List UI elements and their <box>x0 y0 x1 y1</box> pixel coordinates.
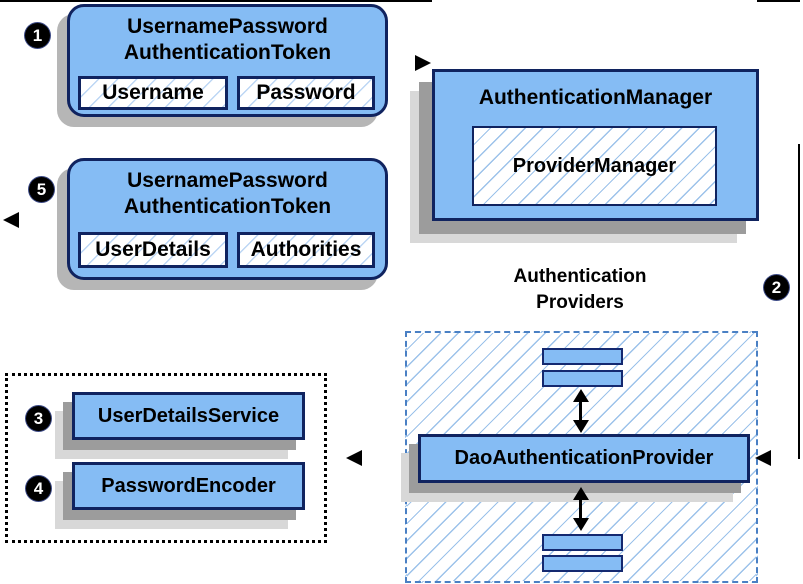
username-password-token-response-box: UsernamePassword AuthenticationToken Use… <box>67 158 388 280</box>
username-field-box: Username <box>78 76 228 110</box>
connector-step5-line <box>16 0 432 2</box>
username-password-token-request-box: UsernamePassword AuthenticationToken Use… <box>67 4 388 117</box>
step-1-badge: 1 <box>25 23 50 48</box>
connector-dao-deps-line <box>362 0 418 2</box>
dao-dependencies-region: UserDetailsService PasswordEncoder <box>5 373 327 543</box>
step-2-badge: 2 <box>764 275 789 300</box>
arrowhead-right-icon <box>415 55 431 71</box>
provider-manager-box: ProviderManager <box>472 126 717 206</box>
userdetails-field-box: UserDetails <box>78 232 228 268</box>
token-response-title: UsernamePassword AuthenticationToken <box>123 169 332 218</box>
password-field-box: Password <box>237 76 375 110</box>
step-4-badge: 4 <box>26 476 51 501</box>
token-request-title: UsernamePassword AuthenticationToken <box>123 15 332 64</box>
double-arrow-icon <box>573 389 589 433</box>
password-encoder-box: PasswordEncoder <box>72 462 305 510</box>
arrowhead-left-icon <box>755 450 771 466</box>
dao-authentication-provider-box: DaoAuthenticationProvider <box>418 434 750 483</box>
provider-placeholder-bar <box>542 555 623 572</box>
authentication-providers-heading: Authentication Providers <box>513 266 647 313</box>
connector-step2-bottom-line <box>770 0 800 2</box>
arrowhead-left-icon <box>346 450 362 466</box>
authorities-field-box: Authorities <box>237 232 375 268</box>
user-details-service-box: UserDetailsService <box>72 392 305 440</box>
provider-placeholder-bar <box>542 348 623 365</box>
step-3-badge: 3 <box>26 406 51 431</box>
step-5-badge: 5 <box>29 177 54 202</box>
connector-step2-vertical-line <box>798 144 800 459</box>
provider-placeholder-bar <box>542 370 623 387</box>
arrowhead-left-icon <box>3 212 19 228</box>
provider-placeholder-bar <box>542 534 623 551</box>
double-arrow-icon <box>573 487 589 531</box>
authentication-manager-box: AuthenticationManager ProviderManager <box>432 69 759 221</box>
authentication-manager-title: AuthenticationManager <box>478 86 713 109</box>
authentication-providers-region: DaoAuthenticationProvider <box>405 331 758 583</box>
